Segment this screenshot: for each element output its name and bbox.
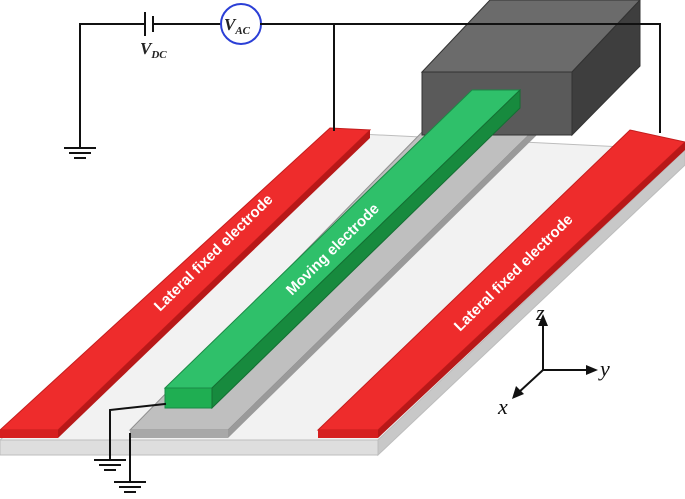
right-lateral-electrode bbox=[316, 129, 685, 438]
axis-x-label: x bbox=[497, 394, 508, 419]
wire-left-top bbox=[79, 23, 144, 149]
wire-vac-right bbox=[260, 23, 661, 133]
moving-electrode bbox=[163, 88, 522, 410]
axis-y-label: y bbox=[598, 356, 610, 381]
moving-electrode-front bbox=[164, 387, 213, 409]
substrate-front-face bbox=[0, 439, 379, 456]
axis-z-label: z bbox=[535, 300, 545, 325]
left-lateral-electrode bbox=[0, 127, 372, 438]
left-electrode-side bbox=[58, 130, 370, 438]
axis-x-line bbox=[517, 369, 544, 394]
vac-label-v: V bbox=[224, 15, 237, 34]
substrate-right-face bbox=[377, 149, 685, 457]
vdc-label-v: V bbox=[140, 39, 153, 58]
vac-label: VAC bbox=[224, 15, 251, 37]
support-strip-side bbox=[228, 124, 540, 438]
support-strip-front bbox=[130, 430, 228, 438]
vac-label-sub: AC bbox=[234, 25, 250, 37]
moving-electrode-side bbox=[211, 88, 521, 410]
axes: z y x bbox=[497, 300, 610, 419]
axis-z-arrow bbox=[538, 314, 548, 326]
right-electrode-side bbox=[378, 142, 685, 438]
axis-x-arrow bbox=[512, 386, 524, 399]
vdc-label: VDC bbox=[140, 39, 167, 61]
axis-y-arrow bbox=[586, 365, 598, 375]
vdc-label-sub: DC bbox=[150, 49, 167, 61]
circuit bbox=[64, 3, 661, 493]
wire-moving-ground bbox=[109, 402, 167, 459]
left-electrode-front bbox=[0, 430, 58, 438]
right-electrode-front bbox=[318, 430, 378, 438]
